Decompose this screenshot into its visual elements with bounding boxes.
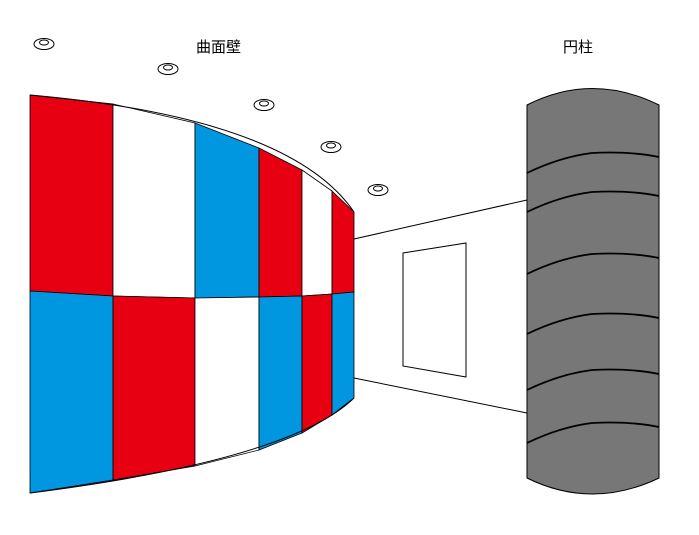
pillar-band-line [526,190,660,213]
curved-wall-bottom-row [29,290,355,494]
light-inner-ring [39,39,49,46]
curved-wall-outline [29,94,355,494]
wall-panel-bottom-blue [258,295,303,451]
pillar-band-line [526,421,660,444]
wall-panel-bottom-red [112,295,196,481]
wall-panel-bottom-white [194,296,260,467]
light-inner-ring [259,100,269,107]
wall-panel-top-blue [194,122,260,299]
wall-panel-top-white [301,169,333,297]
ceiling-light-icon [33,38,55,50]
curved-wall-top-row [29,94,355,299]
pillar-band-line [526,312,660,335]
wall-panel-top-red [258,147,303,298]
ceiling-light-icon [320,141,342,153]
pillar-bands [526,151,660,444]
curved-wall-bottom-edge [29,397,355,494]
curved-wall-top-edge [29,94,355,213]
pillar-label: 円柱 [563,38,594,56]
back-wall-window [402,242,467,378]
ceiling-light-icon [367,184,389,196]
pillar-cylinder [526,88,660,495]
wall-panel-bottom-red [301,293,333,434]
wall-panel-bottom-blue [331,291,355,416]
pillar-band-line [526,252,660,275]
ceiling-light-icon [253,99,275,111]
ceiling-edge-line [353,199,528,240]
ceiling-light-icon [157,63,179,75]
light-inner-ring [163,64,173,71]
wall-panel-bottom-blue [29,290,114,494]
light-inner-ring [326,142,336,149]
room-lines [353,199,528,414]
light-inner-ring [373,185,383,192]
pillar-body [526,88,660,495]
wall-panel-top-red [331,190,355,295]
wall-panel-top-red [29,94,114,297]
pillar-band-line [526,368,660,391]
pillar-band-line [526,151,660,174]
floor-edge-line [353,377,528,414]
wall-panel-top-white [112,103,196,299]
curved-wall-label: 曲面壁 [196,38,242,56]
ceiling-lights [33,38,389,196]
